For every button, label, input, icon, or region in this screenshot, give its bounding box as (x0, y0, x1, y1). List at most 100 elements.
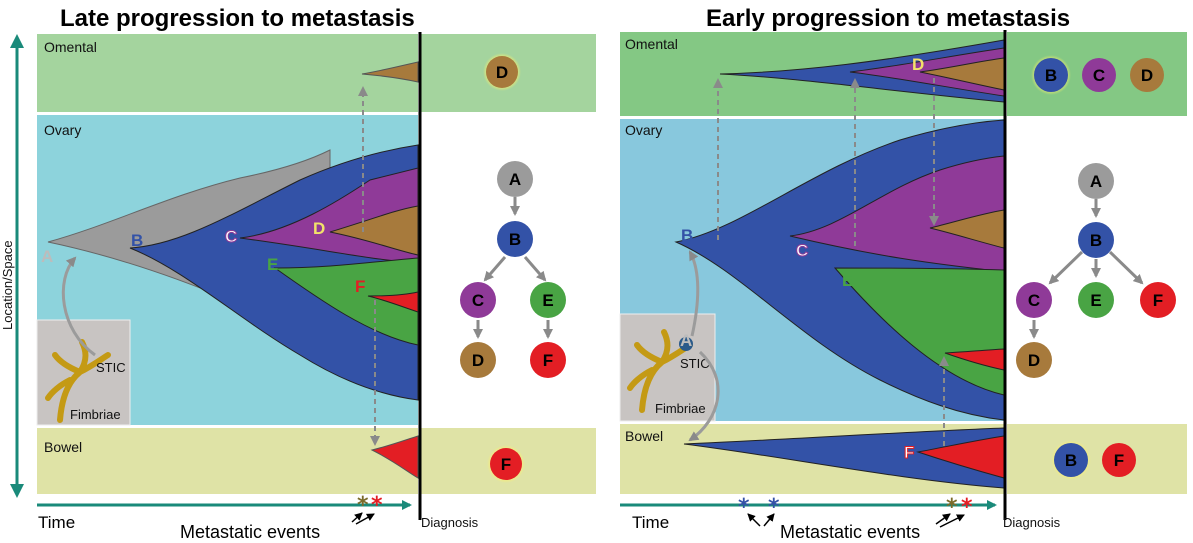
right-time-label: Time (632, 513, 669, 532)
right-origin-arrow-ovary (688, 250, 700, 337)
left-origin-arrow (61, 256, 96, 357)
right-omental-node-C (1082, 58, 1116, 92)
left-bowel-node-F (490, 448, 522, 480)
left-star-F: * (371, 493, 383, 518)
right-meta-pointer-2 (763, 513, 775, 527)
left-omental-node-D-label: D (496, 63, 508, 82)
right-panel: Early progression to metastasis Omental … (619, 5, 1187, 542)
right-bowel-node-F (1102, 443, 1136, 477)
right-clone-label-C: C (796, 241, 808, 260)
left-star-D: * (357, 493, 369, 518)
right-tree-node-B-label: B (1090, 231, 1102, 250)
right-stic-label: STIC (680, 356, 710, 371)
right-tree-node-C-label: C (1028, 291, 1040, 310)
left-y-axis-bottom-arrow (10, 484, 24, 498)
left-y-axis-top-arrow (10, 34, 24, 48)
right-clone-C-body (789, 155, 1005, 273)
y-axis-label: Location/Space (0, 240, 15, 330)
right-ovary-label: Ovary (625, 122, 662, 138)
right-tree-node-A-label: A (1090, 172, 1102, 191)
right-clone-label-E: E (842, 271, 853, 290)
right-clone-label-F: F (904, 443, 914, 462)
left-fishplot (47, 61, 419, 479)
right-omental-node-D-label: D (1141, 66, 1153, 85)
right-clone-label-B: B (681, 226, 693, 245)
left-tree-node-B-label: B (509, 230, 521, 249)
left-metastatic-events-label: Metastatic events (180, 522, 320, 542)
left-tree-edge-B-E (523, 256, 547, 282)
right-meta-pointer-1 (747, 513, 761, 527)
clone-E-body (273, 257, 419, 346)
left-panel: Late progression to metastasis Omental O… (0, 5, 596, 542)
left-clone-label-A: A (41, 247, 53, 266)
left-ovary-label: Ovary (44, 122, 81, 138)
left-omental-region (37, 34, 418, 112)
right-star-B-1: * (738, 495, 750, 520)
left-time-label: Time (38, 513, 75, 532)
right-omental-node-D (1130, 58, 1164, 92)
right-tree-node-E-label: E (1090, 291, 1101, 310)
left-tree-node-A (497, 161, 533, 197)
right-fimbriae-label: Fimbriae (655, 401, 706, 416)
right-inset-box (619, 313, 716, 422)
right-tree-node-F (1140, 282, 1176, 318)
right-bowel-label: Bowel (625, 428, 663, 444)
left-tree-node-A-label: A (509, 170, 521, 189)
right-star-B-2: * (768, 495, 780, 520)
left-tree-node-E (530, 282, 566, 318)
right-tree-node-D (1016, 342, 1052, 378)
left-tree-node-B (497, 221, 533, 257)
right-fishplot (674, 39, 1005, 489)
left-inset-box (36, 319, 131, 426)
left-clone-label-C: C (225, 227, 237, 246)
right-omental-node-C-label: C (1093, 66, 1105, 85)
right-clone-label-A: A (680, 331, 692, 350)
right-fimbriae-inset: A STIC Fimbriae (619, 250, 720, 442)
right-bowel-node-B (1054, 443, 1088, 477)
left-tree-edge-B-C (483, 256, 507, 282)
left-clone-label-E: E (267, 255, 278, 274)
right-omental-node-B (1034, 58, 1068, 92)
left-stic-label: STIC (96, 360, 126, 375)
right-tree-node-B (1078, 222, 1114, 258)
right-tree-edge-B-F (1108, 250, 1144, 285)
right-tree-node-D-label: D (1028, 351, 1040, 370)
left-phylo-tree: A B C E D F (460, 161, 566, 378)
right-omental-label: Omental (625, 36, 678, 52)
left-tree-node-C (460, 282, 496, 318)
right-origin-arrow-bowel (688, 350, 720, 442)
right-bowel-diagnosis-region (1007, 424, 1187, 494)
left-bowel-label: Bowel (44, 439, 82, 455)
right-tree-edge-B-C (1048, 250, 1084, 285)
right-metastatic-events-label: Metastatic events (780, 522, 920, 542)
left-fimbriae-label: Fimbriae (70, 407, 121, 422)
right-tree-node-E (1078, 282, 1114, 318)
right-meta-pointer-4 (939, 514, 965, 528)
left-tree-node-E-label: E (542, 291, 553, 310)
clone-F-body (367, 291, 419, 313)
left-omental-node-D (486, 56, 518, 88)
left-tree-node-D-label: D (472, 351, 484, 370)
right-omental-node-B-label: B (1045, 66, 1057, 85)
left-panel-title: Late progression to metastasis (60, 5, 415, 32)
left-tree-node-F-label: F (543, 351, 553, 370)
left-omental-label: Omental (44, 39, 97, 55)
left-clone-label-B: B (131, 231, 143, 250)
bowel-clone-F (370, 435, 419, 479)
right-clone-label-D: D (912, 55, 924, 74)
left-tree-node-F (530, 342, 566, 378)
right-star-F: * (961, 495, 973, 520)
right-bowel-node-F-label: F (1114, 451, 1124, 470)
right-tree-node-A (1078, 163, 1114, 199)
left-tree-node-C-label: C (472, 291, 484, 310)
right-fimbriae-shape (627, 329, 693, 413)
left-clone-label-D: D (313, 219, 325, 238)
left-meta-pointer-2 (355, 513, 375, 525)
left-fimbriae-inset: STIC Fimbriae (36, 256, 131, 426)
left-tree-node-D (460, 342, 496, 378)
left-diagnosis-label: Diagnosis (421, 515, 479, 530)
right-meta-pointer-3 (935, 513, 951, 525)
right-bowel-node-B-label: B (1065, 451, 1077, 470)
left-meta-pointer-1 (351, 512, 363, 523)
